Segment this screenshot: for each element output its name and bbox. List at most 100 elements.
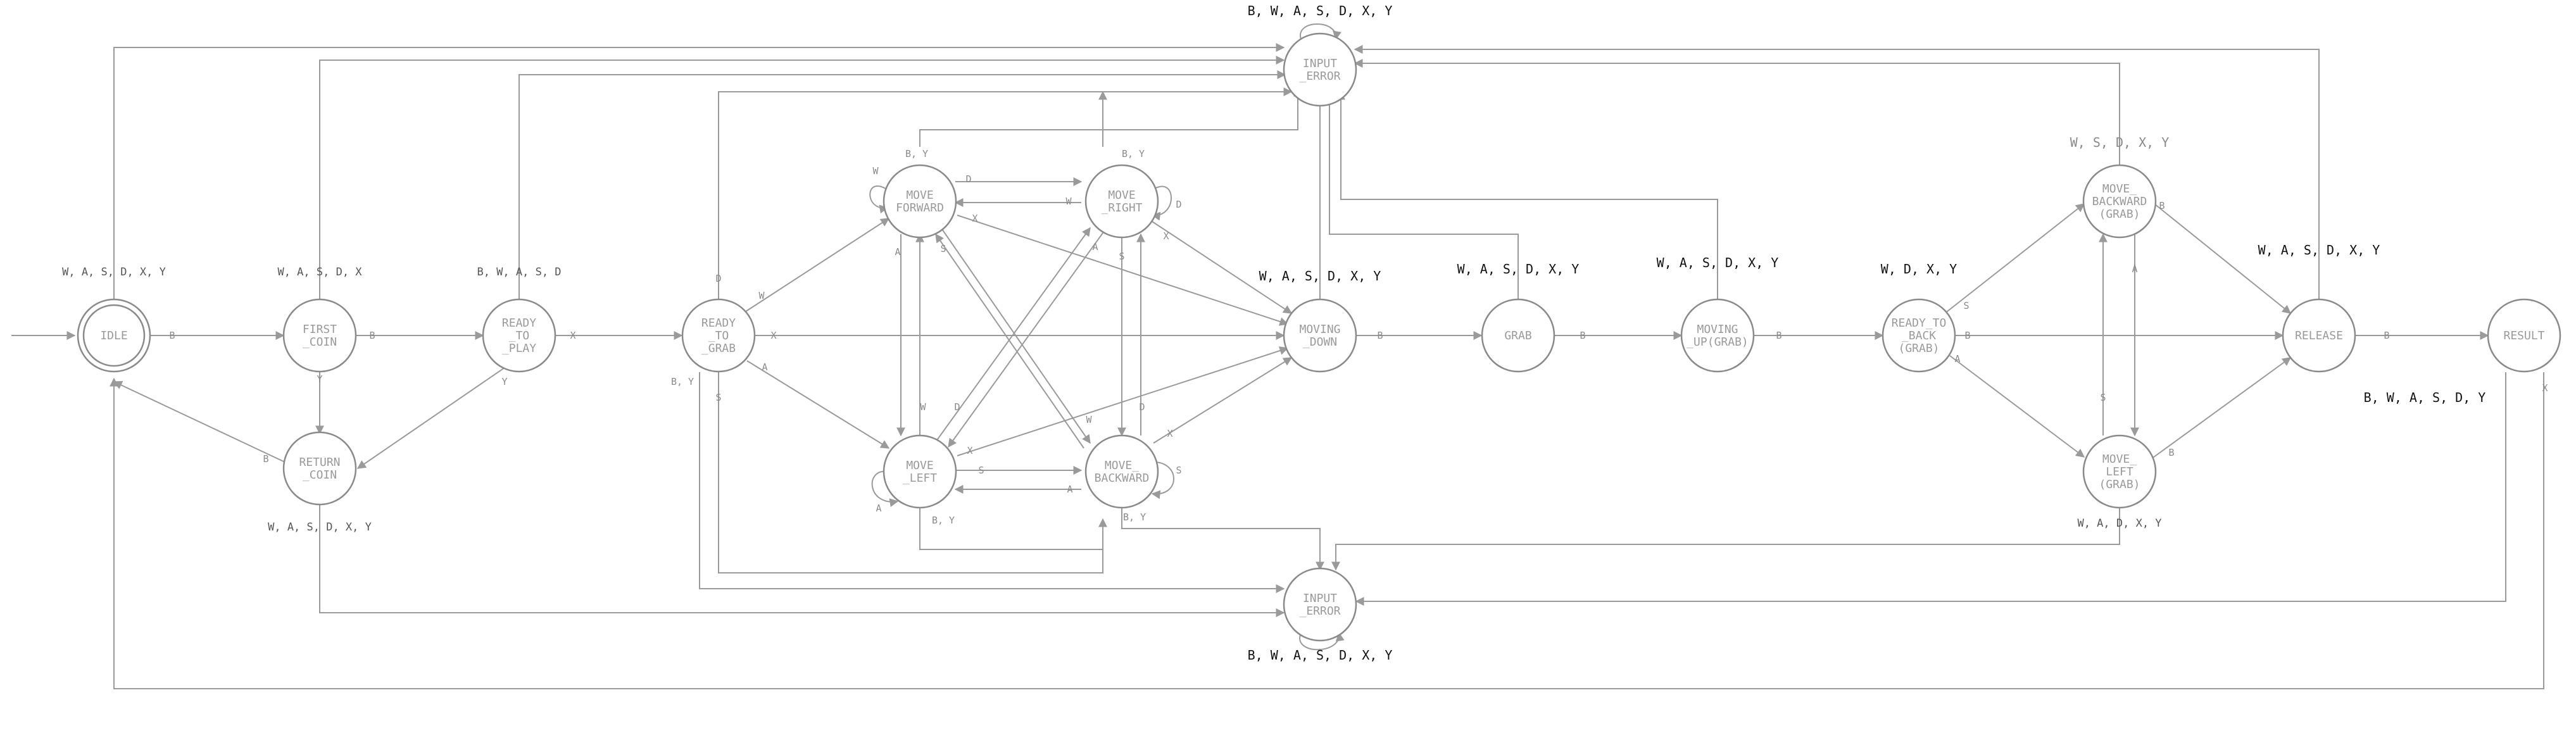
state-node-first-coin: FIRST_COIN <box>282 298 357 373</box>
edge-label-idle-first: B <box>169 330 175 341</box>
state-label-line: FORWARD <box>896 201 944 215</box>
ignored-input-annotations: B, W, A, S, D, X, YB, W, A, S, D, X, YW,… <box>62 3 2485 663</box>
edge-label-grab-error: D <box>715 273 721 284</box>
edge-label-return-idle: B <box>263 453 268 465</box>
edge-label-mlg-mbg: S <box>2100 392 2106 403</box>
state-node-return-coin: RETURN_COIN <box>282 431 357 506</box>
state-label-line: RETURN <box>299 456 340 469</box>
edge-label-right-err: B, Y <box>1122 148 1145 160</box>
state-label-line: _LEFT <box>903 472 937 485</box>
edge-label-rtb-rel: B <box>1964 330 1970 341</box>
state-circle <box>883 164 957 239</box>
edge-move-left-input-error-bottom <box>919 499 1103 550</box>
state-label-line: RESULT <box>2503 329 2544 342</box>
state-label-line: LEFT <box>2106 465 2133 479</box>
edge-ready-to-grab-move-left <box>746 360 890 449</box>
edge-label-back-err: B, Y <box>1123 511 1146 523</box>
state-label-line: MOVE <box>906 189 933 202</box>
state-label-line: MOVE_ <box>1105 459 1139 472</box>
edge-label-rtb-mbg: S <box>1963 300 1969 311</box>
edge-label-fwd-down: X <box>972 213 977 224</box>
edge-grab-input-error-top <box>1325 91 1519 299</box>
state-circle <box>2082 164 2157 239</box>
edge-label-back-right: D <box>1139 401 1145 413</box>
state-node-moving-down: MOVING_DOWN <box>1283 298 1357 373</box>
state-node-ready-to-back-grab: READY_TO_BACK(GRAB) <box>1882 298 1956 373</box>
edge-label-right-down: X <box>1163 230 1169 242</box>
state-label-line: INPUT <box>1303 57 1337 70</box>
edge-label-play-grab: X <box>570 330 575 341</box>
edge-ready-to-grab-move-forward <box>745 218 890 312</box>
state-circle <box>1283 567 1357 642</box>
edge-label-back-left: A <box>1067 484 1072 495</box>
state-label-line: _COIN <box>303 335 337 349</box>
state-circle <box>482 298 556 373</box>
state-label-line: MOVE <box>1108 189 1135 202</box>
edge-move-right-moving-down <box>1152 221 1293 314</box>
edge-label-right-left: A <box>1092 241 1098 253</box>
self-loop-input-error-top <box>1300 23 1341 41</box>
annotation-grab: W, A, S, D, X, Y <box>1457 261 1580 277</box>
state-circle <box>681 298 756 373</box>
edge-label-grab-bottom: B, Y <box>671 376 694 387</box>
self-loop-move-left <box>871 470 899 507</box>
edge-ready-to-play-input-error-top <box>518 70 1286 299</box>
annotation-ready-to-play: B, W, A, S, D <box>477 266 561 279</box>
state-label-line: READY <box>502 316 536 330</box>
edge-move-backward-move-forward <box>935 233 1084 449</box>
state-label-line: MOVE_ <box>2102 182 2137 196</box>
annotation-moving-up: W, A, S, D, X, Y <box>1657 255 1779 270</box>
transition-edges <box>11 23 2544 689</box>
edge-move-right-move-left <box>948 232 1103 448</box>
edge-idle-input-error-top <box>113 43 1285 301</box>
state-circle <box>1481 298 1555 373</box>
edge-label-left-back: S <box>978 465 984 476</box>
state-circle <box>282 431 357 506</box>
annotation-release: W, A, S, D, X, Y <box>2258 242 2380 258</box>
annotation-bottom-error: B, W, A, S, D, X, Y <box>1248 648 1393 663</box>
edge-label-mbg-mlg: A <box>2132 263 2137 275</box>
edge-label-right-self: D <box>1176 199 1181 210</box>
state-label-line: FIRST <box>303 323 337 336</box>
edge-label-up-back: B <box>1776 330 1781 341</box>
state-node-move-backward-grab: MOVE_BACKWARD(GRAB) <box>2082 164 2157 239</box>
edge-move-left-grab-input-error-bottom <box>1331 499 2120 571</box>
edge-ready-to-back-move-left-grab <box>1949 355 2085 458</box>
edge-moving-up-input-error-top <box>1336 91 1718 299</box>
edge-label-grab-left: A <box>762 361 767 373</box>
state-label-line: MOVING <box>1299 323 1340 336</box>
state-circle <box>282 298 357 373</box>
edge-label-grab-forward: W <box>758 290 765 301</box>
accept-state-inner-circle <box>82 304 146 367</box>
state-circle <box>1882 298 1956 373</box>
state-label-line: (GRAB) <box>2099 208 2140 221</box>
state-label-line: READY <box>701 316 736 330</box>
state-label-line: GRAB <box>1504 329 1531 342</box>
state-circle <box>1283 32 1357 107</box>
edge-label-fwd-back: S <box>940 243 946 254</box>
edge-ready-to-back-move-backward-grab <box>1944 203 2085 314</box>
state-node-move-left: MOVE_LEFT <box>883 434 957 509</box>
edge-label-fwd-self: W <box>872 165 879 177</box>
edge-label-grab-bottom-s: S <box>715 392 721 403</box>
edge-ready-to-grab-input-error-bottom <box>699 372 1285 593</box>
state-label-line: _DOWN <box>1303 335 1337 349</box>
edge-label-fwd-left: A <box>895 246 900 258</box>
state-circle <box>1283 298 1357 373</box>
edge-result-idle <box>110 372 2544 689</box>
edge-label-left-down: X <box>967 445 972 456</box>
state-node-input-error-top: INPUT_ERROR <box>1283 32 1357 107</box>
edge-label-fwd-err: B, Y <box>905 148 928 160</box>
state-label-line: _ERROR <box>1299 605 1340 618</box>
edge-move-left-moving-down <box>957 346 1289 456</box>
state-label-line: _GRAB <box>701 342 736 355</box>
state-label-line: RELEASE <box>2295 329 2343 342</box>
state-label-line: (GRAB) <box>1898 342 1939 355</box>
edge-label-right-back: S <box>1119 251 1124 262</box>
edge-move-forward-input-error-top <box>919 87 1302 147</box>
annotation-idle: W, A, S, D, X, Y <box>62 266 166 279</box>
self-loop-move-right <box>1151 185 1172 221</box>
